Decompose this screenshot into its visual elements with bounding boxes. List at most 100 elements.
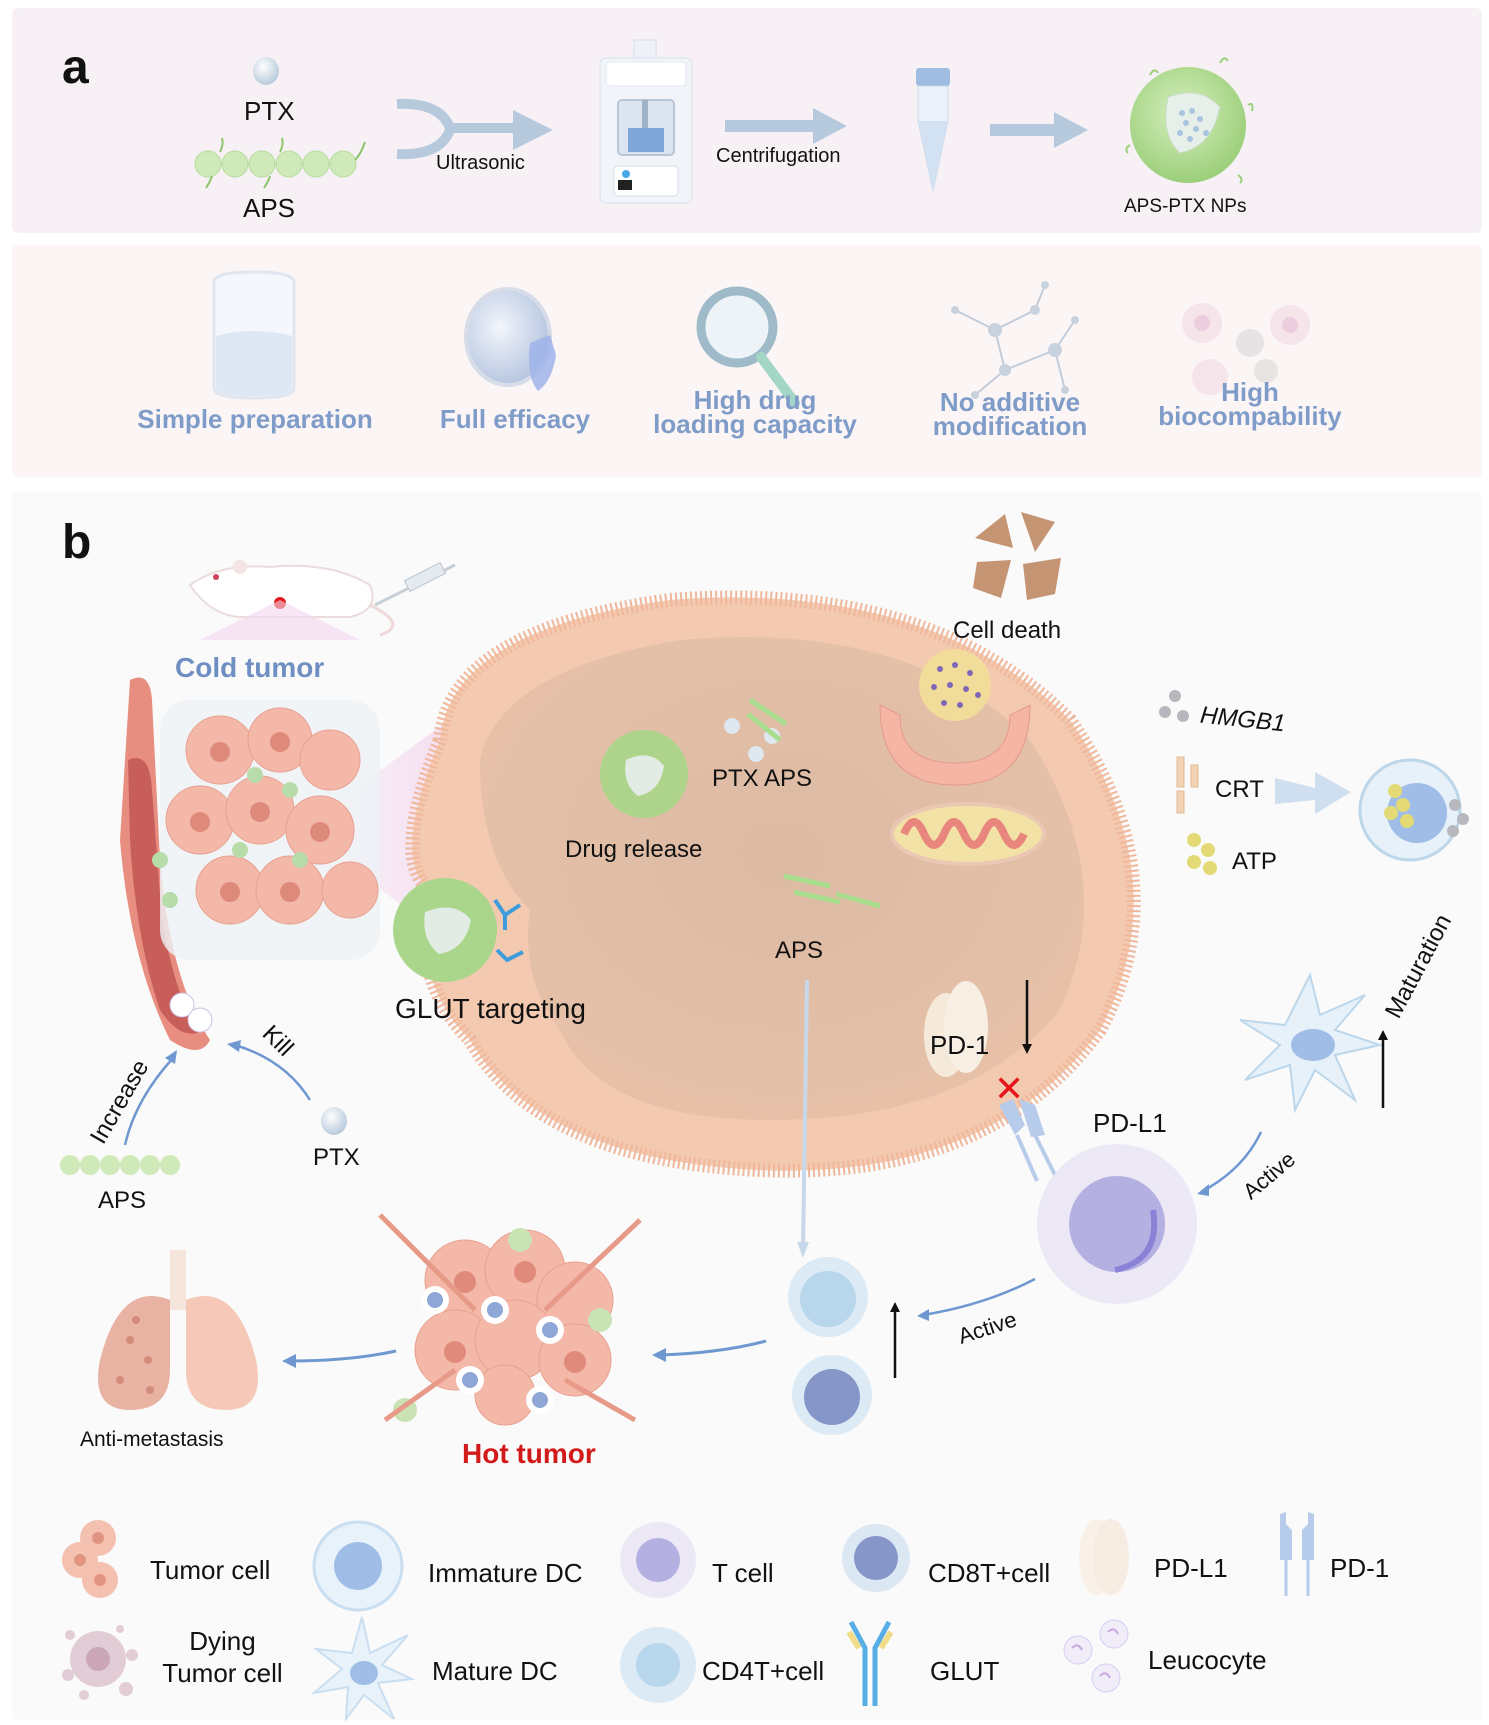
feature-full-efficacy: Full efficacy [415, 404, 615, 434]
cd4-cd8-cells-icon [788, 1257, 872, 1435]
centrifuge-tube-icon [916, 68, 950, 192]
tcell-to-cd-arrow-icon [917, 1277, 1036, 1321]
ptx-label: PTX [244, 96, 295, 126]
released-nanoparticle-icon [600, 730, 688, 818]
ultrasonic-label: Ultrasonic [436, 152, 525, 174]
ptx-label-b: PTX [313, 1144, 360, 1171]
mature-dc-icon [1239, 972, 1384, 1114]
cells-icon [1182, 303, 1310, 395]
legend-cd8t-cell-icon [842, 1524, 910, 1592]
feature-label: Simple preparation [137, 404, 373, 434]
dc-to-tcell-arrow-icon [1197, 1131, 1263, 1196]
feature-label-line1: High drug [693, 385, 817, 415]
molecule-network-icon [951, 281, 1079, 399]
t-cell-icon [1037, 1144, 1197, 1304]
feature-label-line2: loading capacity [653, 409, 857, 439]
centrifugation-arrow-icon [725, 108, 847, 144]
legend-label-pdl1: PD-L1 [1154, 1553, 1228, 1583]
centrifugation-label: Centrifugation [716, 145, 841, 167]
legend-label-cd8t-cell: CD8T+cell [928, 1558, 1051, 1588]
legend-label-line2: Tumor cell [162, 1658, 283, 1688]
legend-mature-dc-icon [310, 1616, 416, 1723]
legend-label-mature-dc: Mature DC [432, 1656, 558, 1686]
beaker-icon [212, 270, 296, 400]
ptx-aps-label: PTX APS [712, 765, 813, 792]
cell-death-debris-icon [973, 512, 1061, 600]
aps-chain-small-icon [60, 1155, 180, 1175]
aps-lower-label: APS [775, 937, 824, 964]
up-arrow-tcells-icon [890, 1302, 900, 1378]
feature-label-line1: No additive [939, 387, 1081, 417]
legend-glut-icon [846, 1620, 894, 1706]
panel-a-letter: a [62, 41, 89, 94]
legend-label-line1: Dying [189, 1626, 256, 1656]
legend-dying-tumor-cell-icon [62, 1625, 138, 1700]
legend-tumor-cell-icon [62, 1520, 118, 1598]
cold-tumor-label: Cold tumor [175, 652, 325, 683]
glut-targeting-label: GLUT targeting [395, 993, 586, 1024]
feature-simple-preparation: Simple preparation [105, 404, 405, 434]
aps-label: APS [243, 193, 296, 223]
feature-label-line2: biocompability [1158, 401, 1342, 431]
ptx-aps-particles-icon [724, 697, 788, 762]
crt-label: CRT [1215, 776, 1264, 803]
lungs-icon [98, 1250, 258, 1410]
cd-to-hottumor-arrow-icon [652, 1339, 767, 1362]
aps-ptx-nanoparticle-icon [1125, 57, 1254, 184]
drug-release-label: Drug release [565, 836, 703, 863]
magnifier-icon [696, 286, 800, 408]
pd1-protein-icon [924, 981, 988, 1077]
nucleus-er-icon [879, 649, 1031, 786]
mitochondrion-icon [890, 802, 1046, 866]
immature-dc-with-damps-icon [1358, 758, 1469, 862]
atp-label: ATP [1232, 848, 1277, 875]
feature-label-line1: High [1221, 377, 1279, 407]
pdl1-label: PD-L1 [1093, 1108, 1167, 1138]
pdl1-receptor-icon [999, 1099, 1057, 1182]
hmgb1-icon [1159, 690, 1189, 722]
aps-fragments-icon [783, 873, 881, 909]
aps-to-tcells-arrow-icon [797, 979, 809, 1258]
feature-label-line2: modification [932, 411, 1088, 441]
increase-kill-arrows-icon [123, 1040, 312, 1146]
crt-to-dc-arrow-icon [1275, 772, 1351, 814]
mouse-syringe-icon [188, 560, 456, 637]
hottumor-to-lung-arrow-icon [282, 1349, 397, 1368]
glut-targeting-nanoparticle-icon [393, 878, 524, 982]
legend-label-dying-tumor-cell: Dying Tumor cell [150, 1625, 295, 1689]
crt-icon [1176, 756, 1199, 814]
shield-sphere-icon [464, 287, 556, 391]
up-arrow-mature-dc-icon [1378, 1030, 1388, 1108]
legend-label-leucocyte: Leucocyte [1148, 1645, 1267, 1675]
legend-pd1-icon [1280, 1512, 1314, 1596]
aps-label-b: APS [98, 1187, 147, 1214]
anti-metastasis-label: Anti-metastasis [80, 1428, 224, 1451]
ptx-sphere-small-icon [321, 1107, 347, 1135]
legend-immature-dc-icon [312, 1520, 404, 1612]
legend-cd4t-cell-icon [620, 1627, 696, 1703]
atp-icon [1187, 833, 1217, 875]
feature-label: Full efficacy [439, 404, 591, 434]
legend-label-tumor-cell: Tumor cell [150, 1555, 271, 1585]
panel-b-letter: b [62, 516, 92, 569]
product-label: APS-PTX NPs [1124, 196, 1247, 217]
legend-label-t-cell: T cell [712, 1558, 774, 1588]
legend-t-cell-icon [620, 1522, 696, 1598]
hot-tumor-illustration [378, 1213, 642, 1426]
aps-chain-icon [194, 137, 366, 189]
cold-tumor-illustration [120, 677, 380, 1050]
pd1-label: PD-1 [930, 1030, 990, 1060]
merge-arrow-icon [396, 98, 553, 160]
product-arrow-icon [990, 112, 1088, 148]
legend-label-pd1: PD-1 [1330, 1553, 1390, 1583]
legend-label-glut: GLUT [930, 1656, 1000, 1686]
down-arrow-pd1-icon [1022, 980, 1032, 1054]
legend-label-cd4t-cell: CD4T+cell [702, 1656, 825, 1686]
ultrasonic-device-icon [599, 39, 693, 204]
legend-label-immature-dc: Immature DC [428, 1558, 583, 1588]
ptx-sphere-icon [253, 57, 279, 85]
hot-tumor-label: Hot tumor [462, 1438, 596, 1469]
